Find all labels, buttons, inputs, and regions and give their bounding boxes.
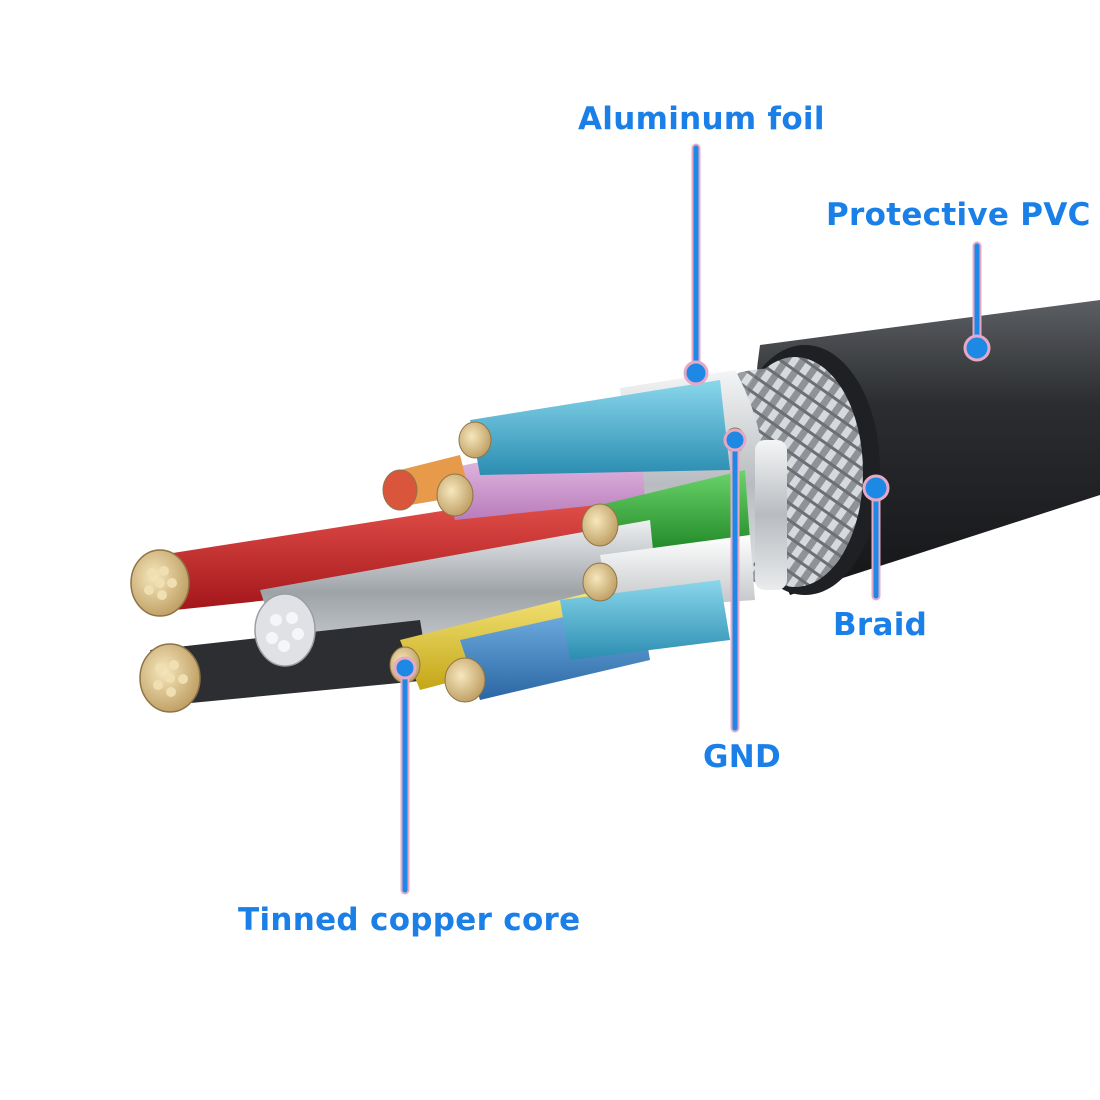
label-tinned-copper-core: Tinned copper core (238, 902, 581, 938)
leader-lines (393, 143, 991, 895)
label-braid: Braid (833, 607, 928, 643)
dot-protective-pvc (963, 334, 991, 362)
insulated-conductors (150, 380, 755, 705)
dot-tinned-copper-core (393, 656, 417, 680)
label-protective-pvc: Protective PVC (826, 197, 1091, 233)
dot-gnd (723, 428, 747, 452)
core-end-black (139, 643, 201, 713)
dot-aluminum-foil (683, 360, 709, 386)
drain-end (254, 593, 316, 667)
wire-cyan-top (470, 380, 730, 475)
label-aluminum-foil: Aluminum foil (578, 101, 825, 137)
dot-braid (862, 474, 890, 502)
label-gnd: GND (703, 739, 782, 775)
wire-red (160, 480, 650, 610)
core-end-red (130, 549, 190, 617)
